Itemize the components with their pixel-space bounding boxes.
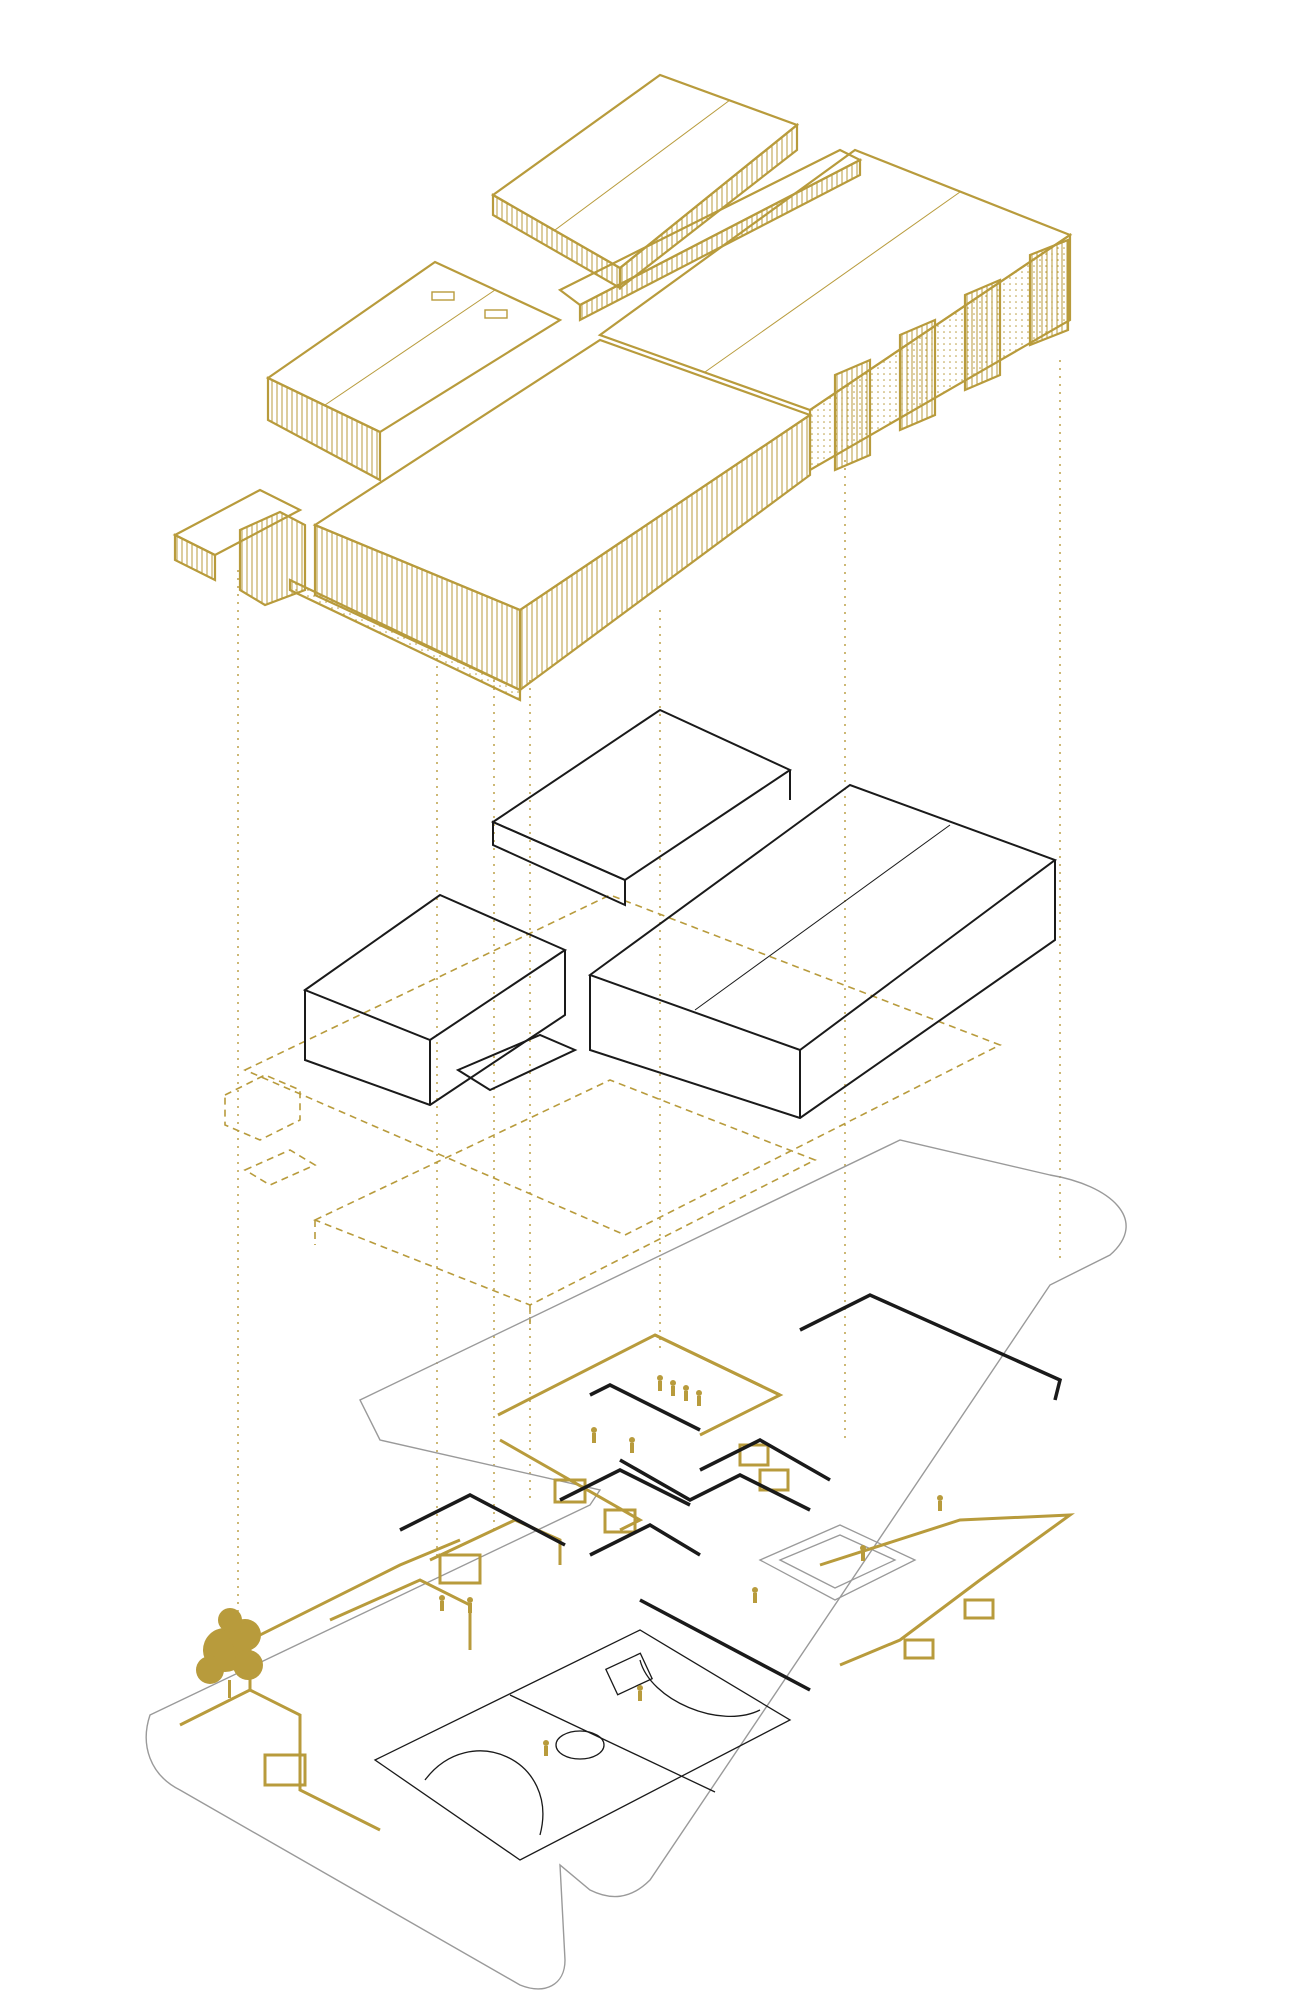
buttress-tower <box>963 278 1002 392</box>
ridge-line <box>324 289 496 406</box>
rear-small-hall <box>490 73 800 291</box>
ridge-line <box>704 191 961 373</box>
ridge-line <box>694 824 951 1011</box>
connector-wing <box>557 148 863 322</box>
person-figure-icon <box>629 1437 635 1453</box>
rear-hall-side <box>618 122 799 291</box>
left-hall-facade <box>266 376 382 482</box>
left-low-wing <box>172 488 307 607</box>
person-figure-icon <box>696 1390 702 1406</box>
black-plan-walls <box>399 1293 1063 1692</box>
main-gym-volume <box>597 148 1073 472</box>
low-wing-side <box>173 533 217 582</box>
room <box>553 1478 587 1504</box>
connector-side <box>578 158 862 322</box>
low-wing-tower <box>238 510 307 607</box>
person-figure-icon <box>439 1595 445 1611</box>
centre-circle <box>555 1730 605 1760</box>
front-hall-side <box>518 412 812 693</box>
court-centre-line <box>509 1694 716 1793</box>
buttress-towers <box>833 238 1070 472</box>
mat-outer <box>758 1524 917 1601</box>
room <box>903 1638 935 1660</box>
person-figure-icon <box>683 1385 689 1401</box>
ridge-line <box>554 99 731 231</box>
room <box>438 1553 482 1585</box>
wall <box>619 1458 811 1512</box>
rear-hall-facade <box>491 193 622 290</box>
frame-walls <box>492 820 626 907</box>
court-boundary <box>373 1629 792 1861</box>
dashed-lower-levels <box>224 894 1002 1330</box>
buttress-tower <box>1028 238 1070 347</box>
person-figure-icon <box>752 1587 758 1603</box>
roof-envelope-layer <box>172 73 1073 702</box>
mat-inner <box>778 1534 897 1589</box>
connector-roof <box>557 148 863 307</box>
wall <box>429 1518 562 1565</box>
site-outline <box>145 1139 1127 1990</box>
wall <box>399 1493 566 1547</box>
person-figure-icon <box>591 1427 597 1443</box>
room <box>603 1508 637 1534</box>
wall <box>654 1333 784 1437</box>
frame-walls <box>304 950 566 1107</box>
three-point-arc <box>424 1750 544 1836</box>
person-figure-icon <box>657 1375 663 1391</box>
room <box>738 1443 770 1467</box>
frame-roof <box>490 708 793 882</box>
wall <box>249 1688 381 1832</box>
frame-roof <box>302 893 568 1042</box>
dashed-slab <box>243 894 1002 1236</box>
tree-icon <box>196 1608 263 1698</box>
person-figure-icon <box>670 1380 676 1396</box>
gymnastics-mat <box>758 1524 917 1601</box>
wall <box>819 1513 1075 1667</box>
free-throw-lane <box>604 1652 654 1696</box>
person-figure-icon <box>637 1685 643 1701</box>
ground-floor-plan-layer <box>145 1139 1127 1990</box>
room <box>963 1598 995 1620</box>
wall <box>589 1383 701 1432</box>
left-hall-frame <box>302 893 578 1107</box>
person-figure-icon <box>937 1495 943 1511</box>
person-figure-icon <box>860 1545 866 1561</box>
wall <box>589 1523 701 1557</box>
gold-plan-walls <box>179 1333 1075 1832</box>
wall <box>699 1438 831 1482</box>
room <box>263 1753 307 1787</box>
person-figure-icon <box>467 1597 473 1613</box>
annex-box <box>455 1033 578 1092</box>
skylight <box>431 291 455 301</box>
left-hall-volume <box>265 260 563 482</box>
buttress-tower <box>833 358 872 472</box>
dashed-box <box>224 1074 301 1141</box>
rear-hall-frame <box>490 708 793 907</box>
room <box>758 1468 790 1492</box>
wall <box>639 1598 811 1692</box>
wall <box>559 1468 691 1507</box>
buttress-tower <box>898 318 937 432</box>
projection-lines <box>237 360 1061 1640</box>
dashed-slab <box>312 1079 817 1306</box>
main-gym-frame <box>587 783 1058 1120</box>
wall <box>329 1578 472 1650</box>
front-hall-volume <box>288 338 813 702</box>
basketball-court-icon <box>373 1629 792 1861</box>
dashed-slab <box>243 1149 317 1186</box>
skylight <box>484 309 508 319</box>
three-point-arc <box>639 1659 761 1717</box>
wall <box>499 1438 644 1532</box>
person-figures <box>439 1375 943 1756</box>
structure-layer <box>224 708 1058 1330</box>
wall <box>799 1293 1063 1401</box>
person-figure-icon <box>543 1740 549 1756</box>
